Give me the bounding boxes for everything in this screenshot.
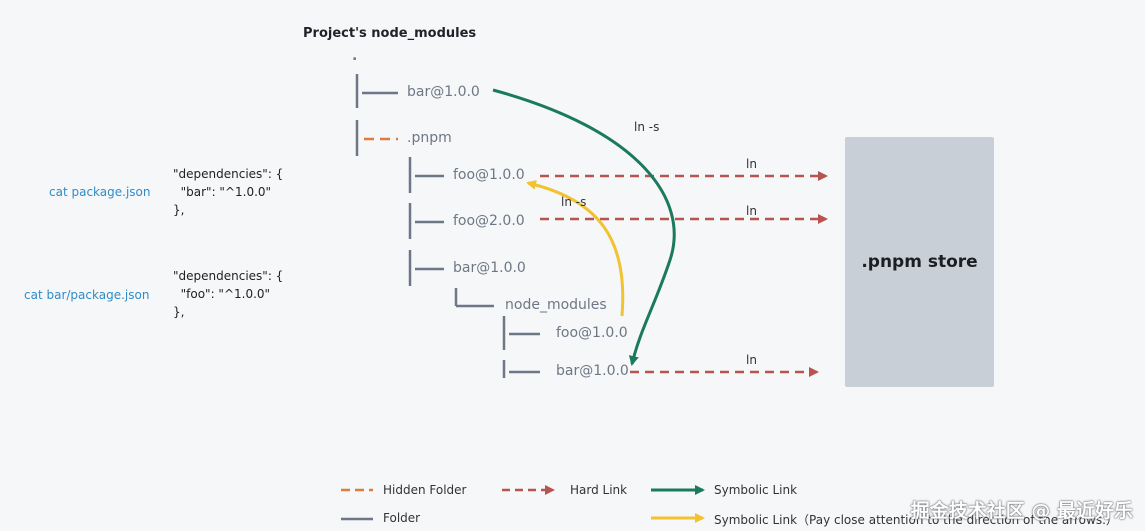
symbolic-link-green xyxy=(492,88,676,366)
legend-hidden-folder: Hidden Folder xyxy=(383,483,467,497)
node-pnpm: .pnpm xyxy=(407,130,452,146)
node-node-modules: node_modules xyxy=(505,297,607,313)
pnpm-store-box: .pnpm store xyxy=(845,137,994,387)
label-ln-3: ln xyxy=(746,353,757,367)
pnpm-store-label: .pnpm store xyxy=(861,252,978,272)
label-ln-s-green: ln -s xyxy=(634,120,660,134)
tree-branch-bar-pnpm xyxy=(408,250,444,286)
tree-root: . xyxy=(352,48,358,64)
watermark: 掘金技术社区 @ 最近好乐 xyxy=(910,500,1133,522)
node-bar-top: bar@1.0.0 xyxy=(407,84,480,100)
tree-branch-node-modules xyxy=(454,288,494,308)
node-bar-pnpm: bar@1.0.0 xyxy=(453,260,526,276)
symbolic-link-yellow xyxy=(526,179,625,317)
legend-hard-link: Hard Link xyxy=(570,483,628,497)
command-package-json: cat package.json xyxy=(49,185,151,199)
tree-branch-foo2 xyxy=(408,203,444,239)
tree-branch-foo1 xyxy=(408,157,444,193)
node-foo2: foo@2.0.0 xyxy=(453,213,525,229)
legend-symbolic-link: Symbolic Link xyxy=(714,483,798,497)
node-foo-nested: foo@1.0.0 xyxy=(556,325,628,341)
label-ln-s-yellow: ln -s xyxy=(561,195,587,209)
diagram-title: Project's node_modules xyxy=(303,26,477,41)
tree-branch-pnpm xyxy=(355,120,398,156)
label-ln-2: ln xyxy=(746,204,757,218)
tree-branch-bar-nested xyxy=(502,360,540,378)
json-dependencies-bar: "dependencies": { "bar": "^1.0.0" }, xyxy=(173,167,284,217)
command-bar-package-json: cat bar/package.json xyxy=(24,288,150,302)
tree-branch-bar-top xyxy=(355,74,398,108)
label-ln-1: ln xyxy=(746,157,757,171)
node-foo1: foo@1.0.0 xyxy=(453,167,525,183)
legend-symbolic-link-2: Symbolic Link（Pay close attention to the… xyxy=(714,513,1118,527)
tree-branch-foo-nested xyxy=(502,316,540,350)
json-dependencies-foo: "dependencies": { "foo": "^1.0.0" }, xyxy=(173,269,284,319)
legend-folder: Folder xyxy=(383,511,421,525)
node-bar-nested: bar@1.0.0 xyxy=(556,363,629,379)
